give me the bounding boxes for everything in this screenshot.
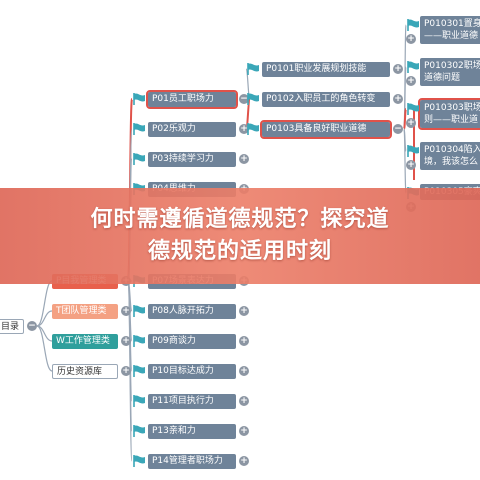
subbranch-node[interactable]: P0101职业发展规划技能 [262,62,390,77]
subbranch-label: P0102入职员工的角色转变 [266,94,376,104]
branch-label: P02乐观力 [152,124,196,134]
expand-icon[interactable]: + [239,366,249,376]
flag-icon [133,93,145,105]
branch-label: P11项目执行力 [152,396,214,406]
leaf-line-1: P010301置身 [424,19,480,29]
connector [36,325,53,372]
flag-icon [133,455,145,467]
flag-icon [247,63,259,75]
leaf-line-2: 境，我该怎么 [424,157,479,167]
expand-icon[interactable]: + [239,306,249,316]
subbranch-label: P0101职业发展规划技能 [266,64,367,74]
expand-icon[interactable]: + [239,396,249,406]
leaf-line-2: ——职业道德 [424,31,479,41]
branch-node[interactable]: P11项目执行力 [148,394,236,409]
expand-icon[interactable]: + [406,160,416,170]
branch-label: P13亲和力 [152,426,196,436]
expand-icon[interactable]: + [121,336,131,346]
leaf-line-2: 道德问题 [424,73,461,83]
expand-icon[interactable]: + [121,366,131,376]
expand-icon[interactable]: + [406,76,416,86]
leaf-line-2: 则——职业道 [424,115,479,125]
subbranch-node[interactable]: P0102入职员工的角色转变 [262,92,390,107]
flag-icon [407,145,419,157]
subbranch-label: P0103具备良好职业道德 [266,124,367,134]
flag-icon [133,365,145,377]
subbranch-node[interactable]: P0103具备良好职业道德 [260,120,392,139]
branch-label: P01员工职场力 [152,94,214,104]
expand-icon[interactable]: + [393,64,403,74]
branch-node[interactable]: P08人脉开拓力 [148,304,236,319]
branch-node[interactable]: P01员工职场力 [146,90,238,109]
branch-node[interactable]: P09商谈力 [148,334,236,349]
expand-icon[interactable]: + [239,154,249,164]
branch-node[interactable]: P13亲和力 [148,424,236,439]
branch-node[interactable]: P10目标达成力 [148,364,236,379]
branch-node[interactable]: P02乐观力 [148,122,236,137]
flag-icon [133,123,145,135]
expand-icon[interactable]: + [406,118,416,128]
branch-node[interactable]: P14管理者职场力 [148,454,236,469]
leaf-node[interactable]: P010302职场 道德问题 [420,58,480,86]
collapse-icon[interactable]: − [27,321,37,331]
headline-line-1: 何时需遵循道德规范？探究道 [90,207,390,232]
expand-icon[interactable]: + [239,426,249,436]
branch-label: P10目标达成力 [152,366,214,376]
branch-label: P09商谈力 [152,336,196,346]
flag-icon [247,93,259,105]
group-label: T团队管理类 [56,306,107,316]
branch-label: P08人脉开拓力 [152,306,214,316]
group-label: W工作管理类 [56,336,110,346]
flag-icon [407,19,419,31]
root-node[interactable]: 目录 [0,319,24,334]
flag-icon [133,305,145,317]
flag-icon [133,335,145,347]
flag-icon [133,425,145,437]
branch-node[interactable]: P03持续学习力 [148,152,236,167]
group-history-library[interactable]: 历史资源库 [52,364,118,379]
flag-icon [133,153,145,165]
headline-line-2: 德规范的适用时刻 [147,239,332,264]
branch-label: P14管理者职场力 [152,456,223,466]
branch-label: P03持续学习力 [152,154,214,164]
expand-icon[interactable]: + [239,124,249,134]
expand-icon[interactable]: + [239,456,249,466]
flag-icon [407,103,419,115]
group-team-management[interactable]: T团队管理类 [52,304,118,319]
group-label: 历史资源库 [57,367,103,377]
connector [403,108,407,130]
expand-icon[interactable]: + [239,336,249,346]
leaf-node[interactable]: P010303职场 则——职业道 [418,98,480,130]
connector [36,310,53,327]
expand-icon[interactable]: + [121,306,131,316]
flag-icon [407,61,419,73]
headline-banner: 何时需遵循道德规范？探究道 德规范的适用时刻 [0,188,480,284]
leaf-line-1: P010303职场 [424,103,480,113]
root-label: 目录 [1,322,20,332]
leaf-node[interactable]: P010304陷入 境，我该怎么 [420,142,480,170]
connector [403,128,407,194]
flag-icon [133,395,145,407]
group-work-management[interactable]: W工作管理类 [52,334,118,349]
flag-icon [247,123,259,135]
leaf-node[interactable]: P010301置身 ——职业道德 [420,16,480,44]
expand-icon[interactable]: + [393,94,403,104]
leaf-line-1: P010304陷入 [424,145,480,155]
expand-icon[interactable]: + [406,34,416,44]
leaf-line-1: P010302职场 [424,61,480,71]
collapse-icon[interactable]: − [393,124,403,134]
collapse-icon[interactable]: − [239,94,249,104]
